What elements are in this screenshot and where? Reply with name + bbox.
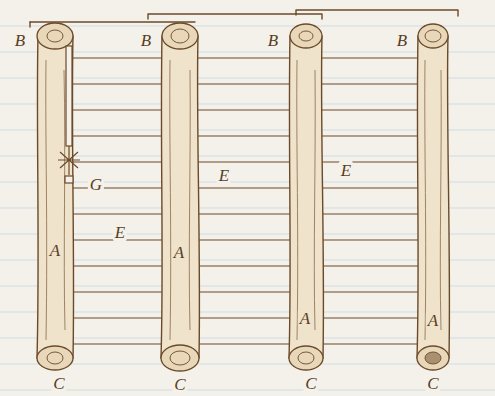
part-letter: E bbox=[339, 161, 353, 180]
part-letter: G bbox=[88, 175, 104, 194]
part-letter: C bbox=[425, 374, 440, 393]
part-letter: B bbox=[139, 31, 153, 50]
part-letter: C bbox=[172, 375, 187, 394]
log-ends bbox=[37, 23, 449, 371]
part-letter: A bbox=[298, 309, 312, 328]
top-bars bbox=[30, 10, 458, 27]
part-letter: C bbox=[51, 374, 66, 393]
part-letter: E bbox=[113, 223, 127, 242]
part-letter: C bbox=[303, 374, 318, 393]
part-letter: B bbox=[395, 31, 409, 50]
wood-grain bbox=[46, 60, 441, 340]
part-letter: A bbox=[426, 311, 440, 330]
part-letter: B bbox=[266, 31, 280, 50]
part-letter: B bbox=[13, 31, 27, 50]
part-letter: A bbox=[172, 243, 186, 262]
g-fixture bbox=[58, 46, 80, 183]
part-letter: A bbox=[48, 241, 62, 260]
part-letter: E bbox=[217, 166, 231, 185]
end-rings bbox=[47, 29, 441, 365]
ruled-lines bbox=[0, 26, 495, 390]
boards bbox=[72, 58, 418, 344]
logs bbox=[37, 36, 449, 358]
